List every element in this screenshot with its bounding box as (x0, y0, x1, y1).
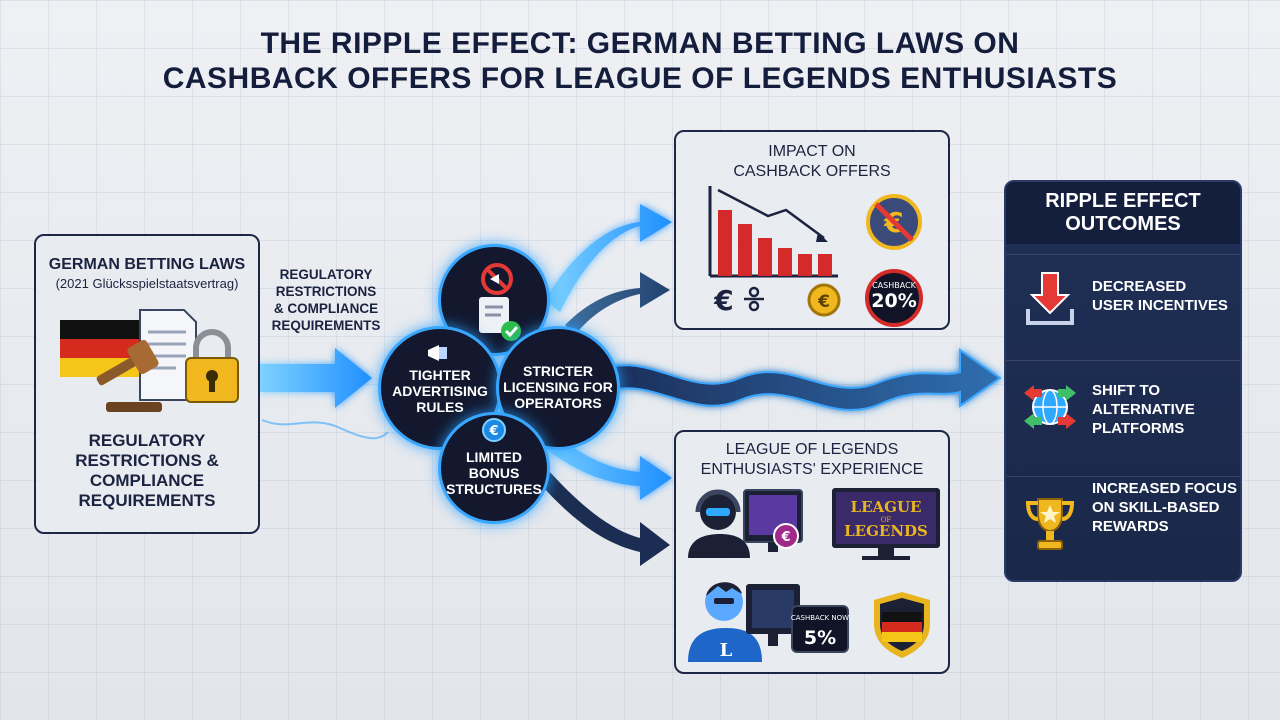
laws-subtitle: (2021 Glücksspielstaatsvertrag) (55, 276, 239, 291)
euro-coin-icon: € (482, 418, 506, 442)
gamer-headset-icon (688, 489, 750, 558)
ripple-outcomes-panel: RIPPLE EFFECT OUTCOMES DECREASED USER IN… (1004, 180, 1242, 582)
impact-title-line: CASHBACK OFFERS (733, 163, 891, 180)
lol-illustration: € LEAGUE OF LEGENDS L CASHBACK NOW (688, 488, 940, 662)
svg-text:€: € (817, 292, 830, 312)
swirl-line (261, 419, 389, 440)
arrow-to-impact-top (545, 204, 672, 312)
gavel-icon (96, 339, 162, 412)
globe-arrows-icon (1024, 385, 1076, 429)
svg-text:OF: OF (881, 516, 892, 524)
laws-footer-line: RESTRICTIONS & (75, 451, 219, 470)
outcome-line: DECREASED (1092, 278, 1187, 295)
gamer-jersey-icon: L (688, 582, 762, 662)
outcome-shift-platforms: SHIFT TO ALTERNATIVE PLATFORMS (1006, 360, 1240, 456)
lol-experience-box: LEAGUE OF LEGENDS ENTHUSIASTS' EXPERIENC… (674, 430, 950, 674)
german-betting-laws-box: GERMAN BETTING LAWS (2021 Glücksspielsta… (34, 234, 260, 534)
connector-label-line: RESTRICTIONS (275, 284, 377, 299)
outcome-line: PLATFORMS (1092, 420, 1185, 437)
svg-text:€: € (780, 530, 790, 545)
cashback-now-badge: CASHBACK NOW 5% (791, 605, 849, 653)
connector-label-line: REQUIREMENTS (271, 318, 381, 333)
bonus-label-line: LIMITED (466, 449, 522, 465)
arrow-to-impact-lower (565, 272, 670, 335)
padlock-icon (185, 329, 239, 403)
outcome-line: REWARDS (1092, 518, 1169, 535)
link-chain-icon (744, 286, 764, 312)
page-title: THE RIPPLE EFFECT: GERMAN BETTING LAWS O… (0, 26, 1280, 96)
impact-title-line: IMPACT ON (768, 143, 856, 160)
trophy-icon (1025, 498, 1075, 550)
outcome-line: SHIFT TO (1092, 382, 1161, 399)
declining-bar-chart-icon (708, 186, 838, 278)
advertising-label-line: ADVERTISING (392, 383, 488, 399)
laws-footer-line: REQUIREMENTS (78, 491, 216, 510)
licensing-label-line: STRICTER (523, 363, 593, 379)
outcome-line: ON SKILL-BASED (1092, 499, 1220, 516)
league-of-legends-logo-screen: LEAGUE OF LEGENDS (832, 488, 940, 560)
outcomes-title-line: OUTCOMES (1065, 213, 1181, 235)
advertising-label-line: RULES (416, 399, 464, 415)
lol-title-line: ENTHUSIASTS' EXPERIENCE (700, 461, 924, 478)
circle-limited-bonus: € LIMITED BONUS STRUCTURES (438, 412, 550, 524)
no-advertising-check-icon (479, 263, 521, 341)
svg-text:CASHBACK NOW: CASHBACK NOW (791, 614, 849, 622)
bonus-label-line: STRUCTURES (446, 481, 542, 497)
svg-text:L: L (720, 640, 733, 661)
connector-label-line: REGULATORY (279, 267, 373, 282)
licensing-label-line: LICENSING FOR (503, 379, 613, 395)
german-shield-icon (874, 592, 930, 658)
laws-title: GERMAN BETTING LAWS (48, 256, 246, 273)
outcomes-title-line: RIPPLE EFFECT (1045, 190, 1201, 212)
outcomes-title: RIPPLE EFFECT OUTCOMES (1006, 182, 1240, 244)
german-flag-icon (60, 320, 150, 377)
outcome-line: ALTERNATIVE (1092, 401, 1195, 418)
monitor-icon-bottom (746, 584, 800, 646)
svg-text:20%: 20% (871, 290, 916, 312)
svg-text:LEGENDS: LEGENDS (844, 522, 928, 540)
megaphone-icon (428, 345, 447, 361)
arrow-laws-to-circles (258, 348, 372, 408)
laws-footer-line: REGULATORY (88, 431, 206, 450)
arrow-to-lol-upper (532, 420, 672, 500)
connector-label: REGULATORY RESTRICTIONS & COMPLIANCE REQ… (262, 266, 390, 334)
svg-text:5%: 5% (804, 627, 836, 649)
title-line-2: CASHBACK OFFERS FOR LEAGUE OF LEGENDS EN… (162, 62, 1118, 95)
svg-text:€: € (488, 424, 498, 439)
laws-footer: REGULATORY RESTRICTIONS & COMPLIANCE REQ… (36, 431, 258, 511)
outcome-skill-rewards: INCREASED FOCUS ON SKILL-BASED REWARDS (1006, 476, 1240, 572)
impact-title: IMPACT ON CASHBACK OFFERS (676, 142, 948, 182)
outcome-line: USER INCENTIVES (1092, 297, 1228, 314)
laws-footer-line: COMPLIANCE (89, 471, 205, 490)
title-line-1: THE RIPPLE EFFECT: GERMAN BETTING LAWS O… (260, 27, 1020, 60)
licensing-label-line: OPERATORS (514, 395, 602, 411)
svg-text:LEAGUE: LEAGUE (851, 498, 922, 516)
impact-illustration: € € € CASHBACK 20% (708, 186, 923, 327)
gold-coin-icon: € (807, 283, 841, 317)
outcome-line: INCREASED FOCUS (1092, 480, 1238, 497)
outcome-decreased-incentives: DECREASED USER INCENTIVES (1006, 254, 1240, 350)
lol-title-line: LEAGUE OF LEGENDS (725, 441, 899, 458)
connector-label-line: & COMPLIANCE (273, 301, 379, 316)
impact-cashback-box: IMPACT ON CASHBACK OFFERS € € (674, 130, 950, 330)
laws-illustration (60, 309, 239, 412)
cashback-20-badge: CASHBACK 20% (865, 269, 923, 327)
svg-text:€: € (713, 284, 733, 317)
euro-chip-icon: € (773, 523, 799, 549)
lol-title: LEAGUE OF LEGENDS ENTHUSIASTS' EXPERIENC… (676, 440, 948, 480)
bonus-label-line: BONUS (468, 465, 520, 481)
down-arrow-tray-icon (1026, 272, 1074, 325)
no-euro-icon: € (866, 194, 922, 250)
advertising-label-line: TIGHTER (409, 367, 471, 383)
arrow-to-lol-lower (542, 470, 670, 566)
euro-symbol-icon: € (713, 284, 733, 317)
svg-text:CASHBACK: CASHBACK (872, 281, 917, 290)
wave-arrow-to-outcomes (599, 348, 1002, 411)
